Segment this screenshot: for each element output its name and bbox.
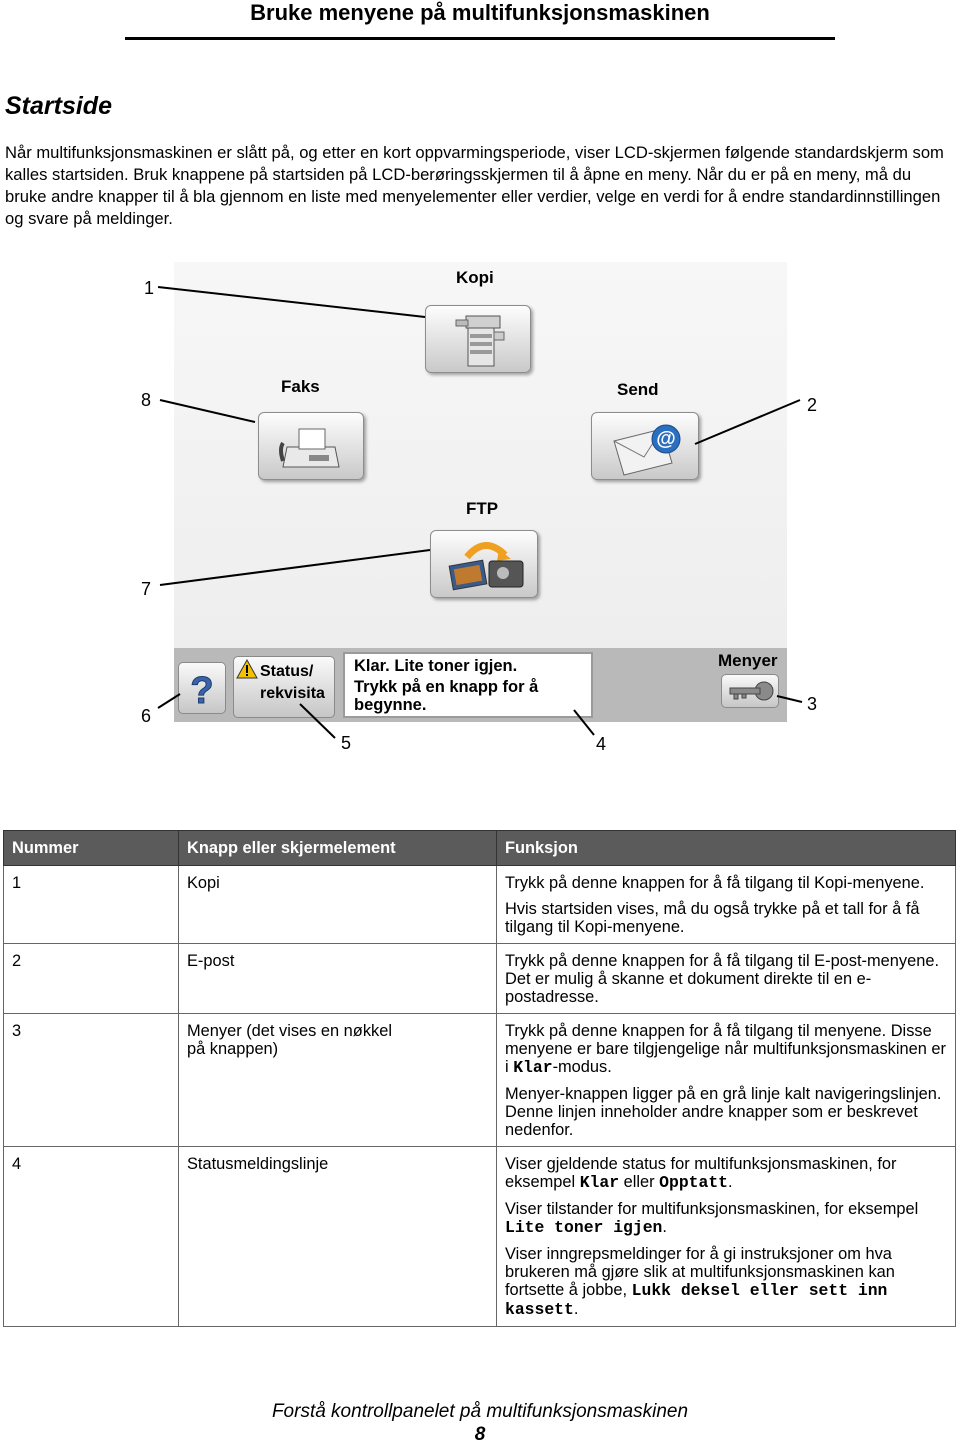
callout-2: 2 bbox=[807, 395, 818, 415]
callout-1: 1 bbox=[144, 278, 155, 298]
section-title: Startside bbox=[5, 92, 112, 120]
function-text: Viser inngrepsmeldinger for å gi instruk… bbox=[505, 1245, 895, 1319]
callout-6: 6 bbox=[141, 706, 152, 726]
table-row: 4 Statusmeldingslinje Viser gjeldende st… bbox=[3, 1146, 956, 1327]
page-header-title: Bruke menyene på multifunksjonsmaskinen bbox=[250, 0, 710, 25]
envelope-email-icon: @ bbox=[613, 424, 681, 476]
copier-icon bbox=[455, 315, 505, 367]
status-btn-line1: Status/ bbox=[260, 663, 314, 680]
cell-num: 2 bbox=[3, 943, 179, 1014]
status-line-3: begynne. bbox=[354, 696, 427, 714]
status-message-line: Klar. Lite toner igjen. Trykk på en knap… bbox=[343, 652, 593, 718]
faks-label: Faks bbox=[281, 377, 320, 396]
svg-text:@: @ bbox=[656, 428, 676, 450]
intro-paragraph: Når multifunksjonsmaskinen er slått på, … bbox=[5, 143, 944, 228]
key-icon bbox=[729, 681, 774, 701]
table-row: 1 Kopi Trykk på denne knappen for å få t… bbox=[3, 865, 956, 944]
callout-4: 4 bbox=[596, 734, 607, 754]
status-btn-line2: rekvisita bbox=[260, 685, 325, 702]
fax-icon bbox=[279, 428, 340, 468]
send-label: Send bbox=[617, 380, 659, 399]
header-element: Knapp eller skjermelement bbox=[178, 830, 497, 866]
faks-button[interactable] bbox=[258, 412, 364, 480]
function-table: Nummer Knapp eller skjermelement Funksjo… bbox=[3, 830, 956, 1327]
footer-title: Forstå kontrollpanelet på multifunksjons… bbox=[271, 1401, 689, 1422]
kopi-label: Kopi bbox=[456, 268, 494, 287]
ftp-label: FTP bbox=[466, 499, 499, 518]
callout-5: 5 bbox=[341, 733, 352, 753]
cell-num: 1 bbox=[3, 865, 179, 944]
header-rule bbox=[125, 37, 835, 40]
function-text: Menyer-knappen ligger på en grå linje ka… bbox=[505, 1085, 942, 1139]
function-text: Trykk på denne knappen for å få tilgang … bbox=[505, 1022, 946, 1077]
function-text: Viser tilstander for multifunksjonsmaski… bbox=[505, 1200, 919, 1237]
header-funksjon: Funksjon bbox=[496, 830, 956, 866]
table-header-row: Nummer Knapp eller skjermelement Funksjo… bbox=[3, 830, 956, 866]
header-nummer: Nummer bbox=[3, 830, 179, 866]
cell-element: Statusmeldingslinje bbox=[178, 1146, 497, 1327]
function-text: Hvis startsiden vises, må du også trykke… bbox=[505, 900, 920, 936]
help-button[interactable]: ? bbox=[178, 662, 226, 714]
callout-7: 7 bbox=[141, 579, 152, 599]
callout-8: 8 bbox=[141, 390, 152, 410]
status-line-2: Trykk på en knapp for å bbox=[354, 678, 539, 696]
ftp-button[interactable] bbox=[430, 530, 538, 598]
callout-3: 3 bbox=[807, 694, 818, 714]
function-text: Trykk på denne knappen for å få tilgang … bbox=[505, 874, 925, 892]
status-line-1: Klar. Lite toner igjen. bbox=[354, 657, 518, 675]
table-row: 3 Menyer (det vises en nøkkel på knappen… bbox=[3, 1013, 956, 1147]
cell-num: 3 bbox=[3, 1013, 179, 1147]
menyer-button[interactable] bbox=[721, 674, 779, 708]
cell-element: Menyer (det vises en nøkkel på knappen) bbox=[178, 1013, 497, 1147]
send-button[interactable]: @ bbox=[591, 412, 699, 480]
menyer-label: Menyer bbox=[718, 651, 778, 670]
cell-function: Trykk på denne knappen for å få tilgang … bbox=[496, 943, 956, 1014]
callout-leader-lines bbox=[157, 286, 803, 739]
help-question-icon: ? bbox=[190, 670, 214, 713]
status-supplies-button[interactable]: Status/ rekvisita bbox=[233, 656, 335, 718]
cell-function: Viser gjeldende status for multifunksjon… bbox=[496, 1146, 956, 1327]
page-number: 8 bbox=[474, 1424, 486, 1445]
cell-function: Trykk på denne knappen for å få tilgang … bbox=[496, 1013, 956, 1147]
cell-num: 4 bbox=[3, 1146, 179, 1327]
cell-function: Trykk på denne knappen for å få tilgang … bbox=[496, 865, 956, 944]
ftp-transfer-icon bbox=[448, 542, 524, 591]
table-row: 2 E-post Trykk på denne knappen for å få… bbox=[3, 943, 956, 1014]
kopi-button[interactable] bbox=[425, 305, 531, 373]
function-text: Trykk på denne knappen for å få tilgang … bbox=[505, 952, 939, 1006]
cell-element: E-post bbox=[178, 943, 497, 1014]
warning-icon bbox=[236, 659, 258, 679]
svg-text:?: ? bbox=[190, 670, 213, 712]
function-text: Viser gjeldende status for multifunksjon… bbox=[505, 1155, 897, 1192]
cell-element: Kopi bbox=[178, 865, 497, 944]
